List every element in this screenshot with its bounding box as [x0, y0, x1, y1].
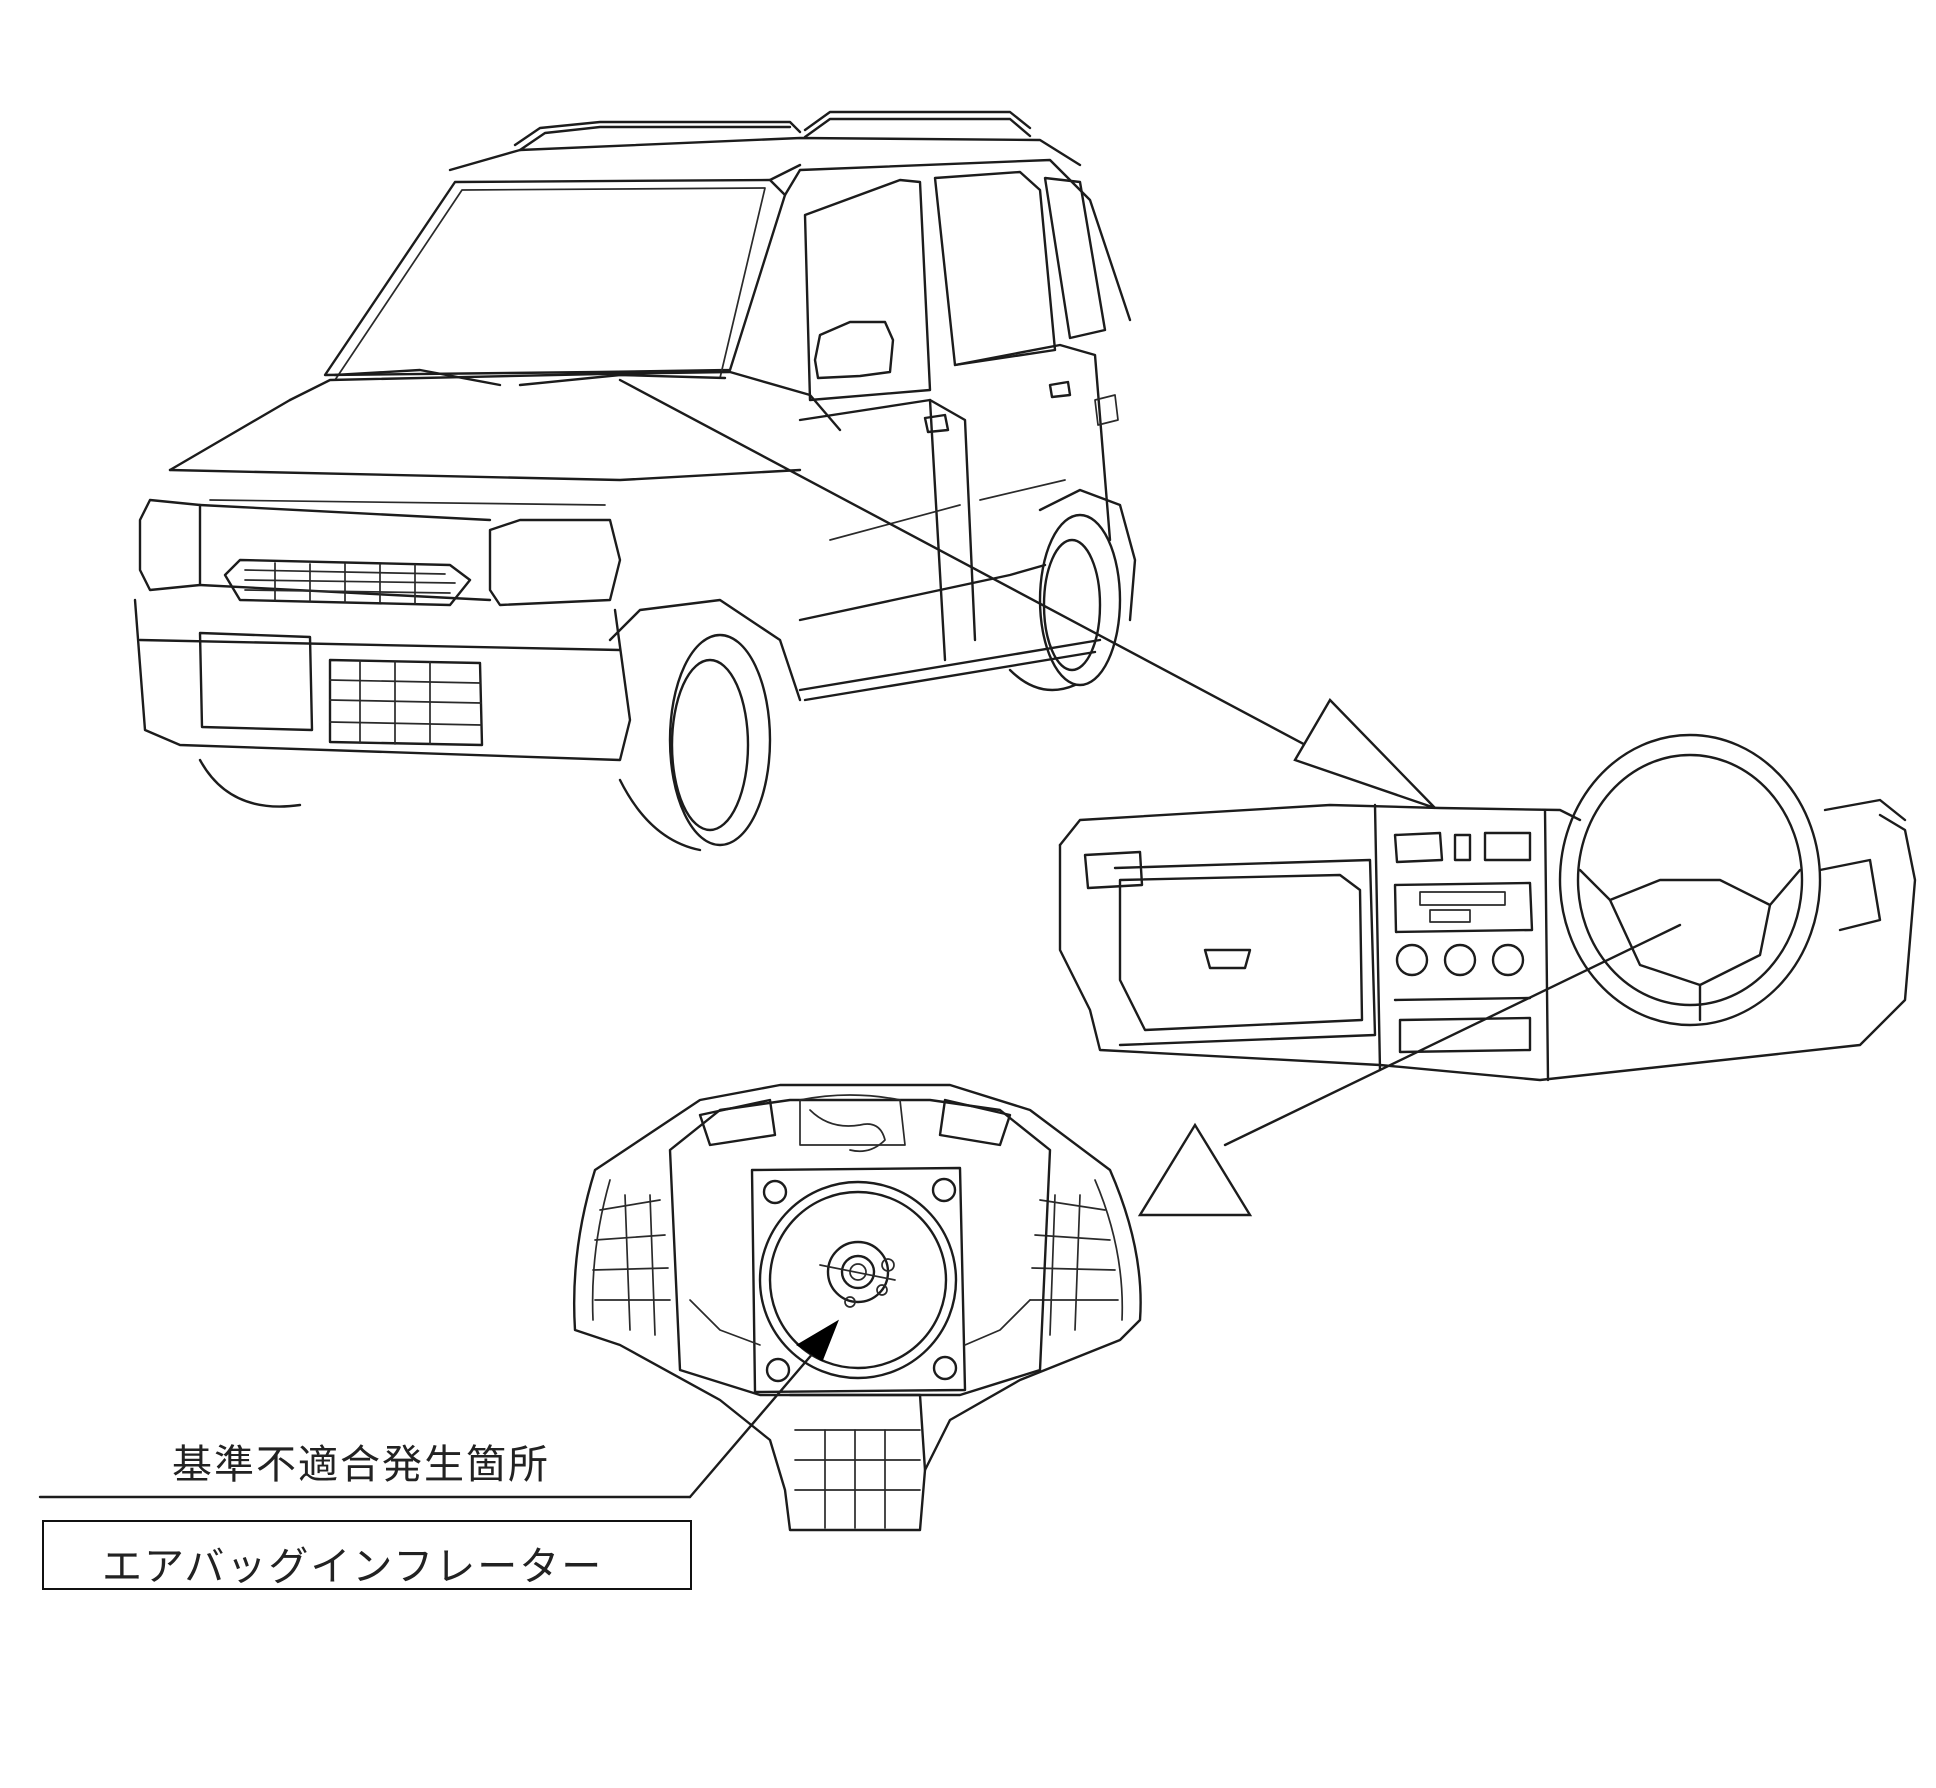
airbag-module-illustration	[572, 1083, 1142, 1532]
part-name-box: エアバッグインフレーター	[42, 1520, 692, 1590]
part-name-label: エアバッグインフレーター	[102, 1544, 604, 1590]
nonconformity-location-label: 基準不適合発生箇所	[172, 1442, 550, 1488]
arrow-car-to-dashboard	[618, 378, 1436, 810]
dashboard-illustration	[1058, 733, 1917, 1082]
callout-leader	[38, 1319, 839, 1499]
arrow-dashboard-to-airbag	[1137, 923, 1682, 1217]
car-illustration	[133, 110, 1137, 852]
